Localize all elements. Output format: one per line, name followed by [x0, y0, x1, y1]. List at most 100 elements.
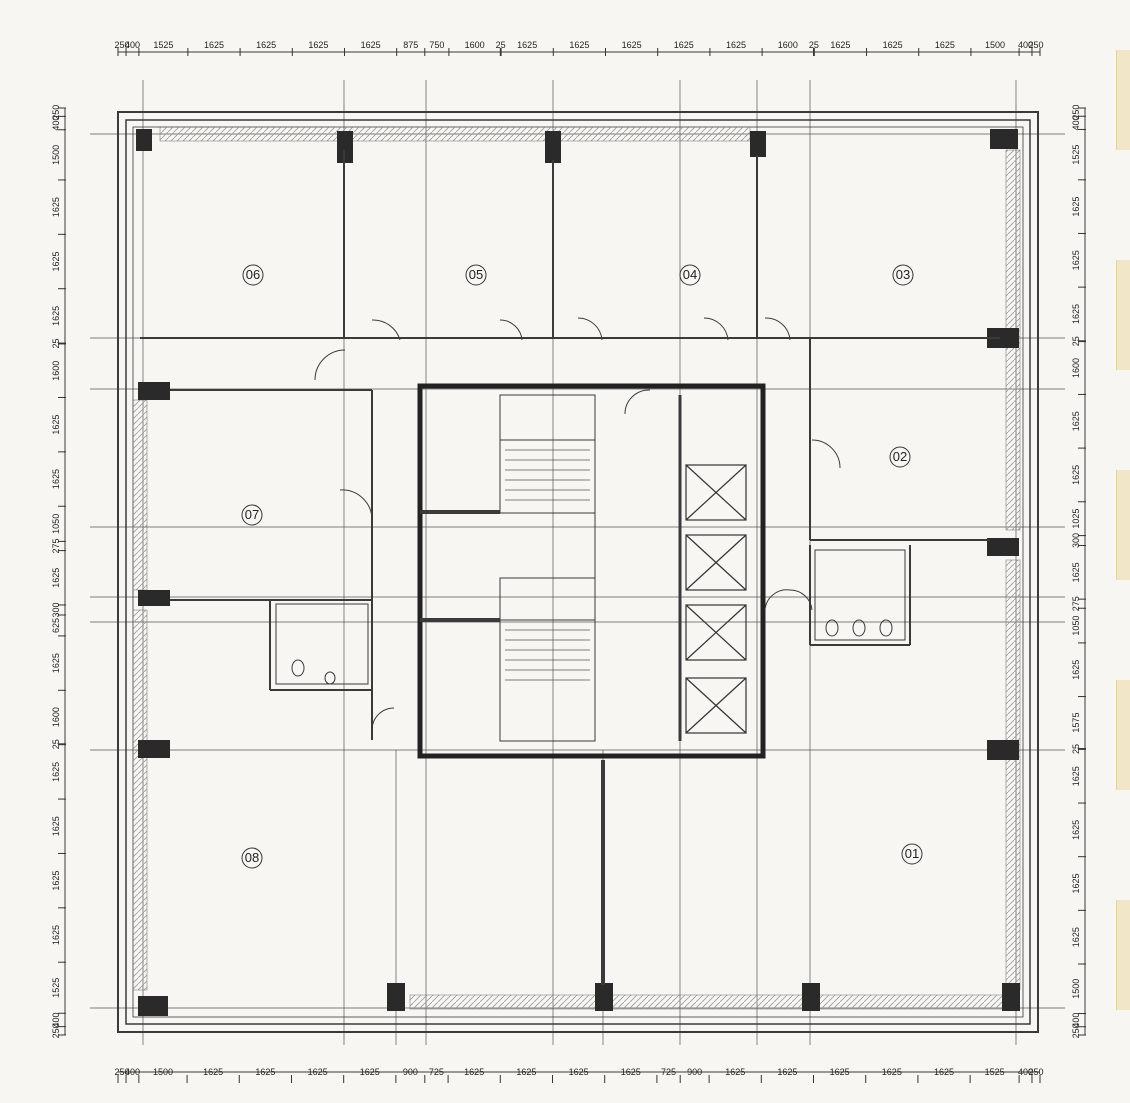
dimension-label: 1625	[777, 1067, 797, 1077]
dimension-label: 250	[1071, 1023, 1081, 1038]
dimension-label: 1625	[255, 1067, 275, 1077]
dimension-label: 1625	[830, 1067, 850, 1077]
dimension-label: 725	[661, 1067, 676, 1077]
partitions	[140, 150, 1000, 985]
dimension-ticks-top	[117, 48, 1041, 56]
dimension-label: 1500	[1071, 979, 1081, 999]
dimension-label: 250	[1028, 1067, 1043, 1077]
unit-label: 02	[893, 449, 907, 464]
unit-circle	[889, 446, 911, 468]
dimension-label: 1625	[361, 40, 381, 50]
exterior-wall	[117, 111, 1039, 1033]
dimension-label: 1625	[1071, 197, 1081, 217]
dimension-label: 1625	[1071, 250, 1081, 270]
dimension-label: 1625	[1071, 304, 1081, 324]
dimension-label: 1625	[308, 40, 328, 50]
dimension-label: 1625	[1071, 562, 1081, 582]
dimension-label: 1625	[51, 469, 61, 489]
dimension-label: 250	[51, 105, 61, 120]
unit-marker-04: 04	[679, 264, 701, 286]
dimension-label: 1525	[51, 978, 61, 998]
dimension-label: 1500	[153, 1067, 173, 1077]
dimension-label: 25	[1071, 336, 1081, 346]
dimension-labels-left: 2504001500162516251625251600162516251050…	[51, 105, 61, 1039]
dimension-label: 1625	[51, 415, 61, 435]
dimension-label: 1625	[622, 40, 642, 50]
dimension-label: 1625	[830, 40, 850, 50]
dimension-label: 725	[429, 1067, 444, 1077]
dimension-label: 1625	[621, 1067, 641, 1077]
dimension-label: 900	[687, 1067, 702, 1077]
unit-label: 05	[469, 267, 483, 282]
dimension-label: 1625	[308, 1067, 328, 1077]
dimension-label: 1625	[51, 653, 61, 673]
dimension-label: 1625	[725, 1067, 745, 1077]
dimension-label: 1625	[1071, 820, 1081, 840]
dimension-ticks-right	[1078, 107, 1086, 1036]
unit-label: 04	[683, 267, 697, 282]
dimension-label: 400	[51, 116, 61, 131]
unit-circle	[901, 843, 923, 865]
dimension-label: 1625	[516, 1067, 536, 1077]
dimension-label: 400	[51, 1012, 61, 1027]
columns	[136, 129, 1020, 1016]
unit-circle	[679, 264, 701, 286]
dimension-label: 1625	[934, 1067, 954, 1077]
dimension-ticks-bottom	[117, 1075, 1041, 1083]
stair-treads	[505, 449, 590, 681]
unit-marker-05: 05	[465, 264, 487, 286]
dimension-label: 1625	[203, 1067, 223, 1077]
dimension-label: 1625	[935, 40, 955, 50]
unit-marker-08: 08	[241, 847, 263, 869]
dimension-label: 275	[51, 538, 61, 553]
dimension-label: 1625	[569, 1067, 589, 1077]
dimension-label: 1625	[51, 252, 61, 272]
dimension-label: 1500	[985, 40, 1005, 50]
dimension-label: 250	[115, 1067, 130, 1077]
unit-marker-02: 02	[889, 446, 911, 468]
dimension-label: 1625	[882, 1067, 902, 1077]
dimension-label: 1600	[51, 707, 61, 727]
restroom-fixtures	[275, 549, 906, 685]
elevator-shafts	[685, 464, 747, 734]
dimension-label: 400	[1018, 1067, 1033, 1077]
dimension-label: 1625	[1071, 411, 1081, 431]
dimension-label: 275	[1071, 596, 1081, 611]
dimension-label: 625	[51, 618, 61, 633]
building-core	[417, 383, 766, 759]
dimension-label: 1625	[51, 568, 61, 588]
dimension-label: 1625	[51, 871, 61, 891]
dimension-label: 1625	[256, 40, 276, 50]
unit-circle	[241, 847, 263, 869]
dimension-label: 1625	[726, 40, 746, 50]
dimension-label: 1625	[51, 197, 61, 217]
dimension-label: 1625	[51, 306, 61, 326]
unit-circle	[892, 264, 914, 286]
dimension-label: 1625	[360, 1067, 380, 1077]
dimension-label: 400	[125, 40, 140, 50]
dimension-label: 25	[496, 40, 506, 50]
unit-marker-06: 06	[242, 264, 264, 286]
grid-lines	[90, 80, 1065, 1045]
dimension-label: 250	[51, 1023, 61, 1038]
unit-circle	[242, 264, 264, 286]
unit-label: 01	[905, 846, 919, 861]
dimension-label: 25	[809, 40, 819, 50]
unit-marker-03: 03	[892, 264, 914, 286]
unit-circle	[465, 264, 487, 286]
dimension-label: 1050	[1071, 616, 1081, 636]
dimension-label: 1625	[1071, 660, 1081, 680]
dimension-label: 1025	[1071, 509, 1081, 529]
dimension-label: 1625	[1071, 874, 1081, 894]
dimension-label: 875	[403, 40, 418, 50]
dimension-label: 400	[1071, 115, 1081, 130]
unit-label: 07	[245, 507, 259, 522]
side-tab-2	[1116, 260, 1130, 370]
side-tab-4	[1116, 680, 1130, 790]
dimension-label: 1600	[465, 40, 485, 50]
dimension-label: 1600	[51, 361, 61, 381]
side-tab-3	[1116, 470, 1130, 580]
